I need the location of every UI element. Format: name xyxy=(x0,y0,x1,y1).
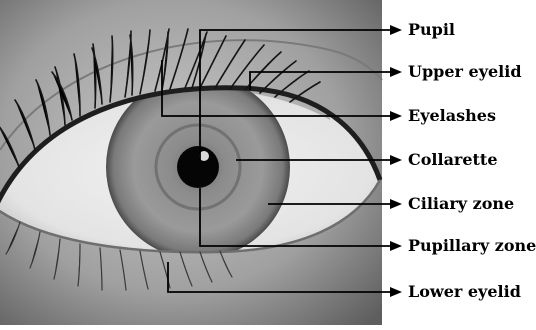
pupil xyxy=(177,146,219,188)
label-collarette: Collarette xyxy=(408,151,498,169)
label-pupillary-zone: Pupillary zone xyxy=(408,237,536,255)
label-eyelashes: Eyelashes xyxy=(408,107,496,125)
label-pupil: Pupil xyxy=(408,21,455,39)
label-ciliary-zone: Ciliary zone xyxy=(408,195,514,213)
label-upper-eyelid: Upper eyelid xyxy=(408,63,522,81)
label-lower-eyelid: Lower eyelid xyxy=(408,283,521,301)
